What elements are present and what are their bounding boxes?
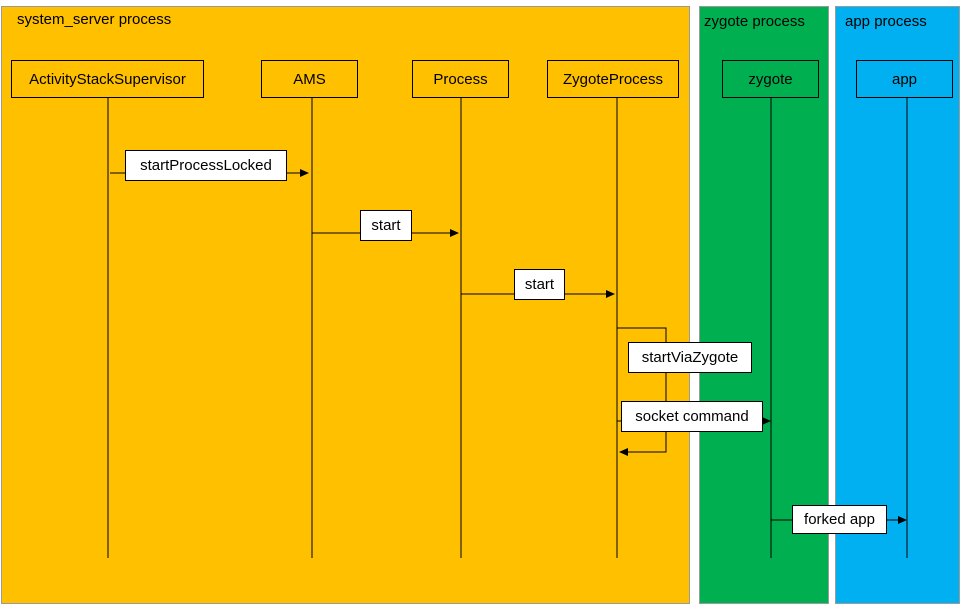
message-label-start-process-locked: startProcessLocked xyxy=(125,150,287,181)
lane-system-server: system_server process xyxy=(1,6,690,604)
arrow-start-via-zygote xyxy=(617,327,667,456)
lane-title-zygote: zygote process xyxy=(704,13,805,30)
actor-zygote-process: ZygoteProcess xyxy=(547,60,679,98)
actor-app: app xyxy=(856,60,953,98)
message-label-socket-command: socket command xyxy=(621,401,763,432)
message-label-forked-app: forked app xyxy=(792,505,887,534)
lane-title-app: app process xyxy=(845,13,927,30)
lane-zygote: zygote process xyxy=(699,6,829,604)
actor-ams: AMS xyxy=(261,60,358,98)
message-label-start-via-zygote: startViaZygote xyxy=(628,342,752,373)
lane-title-system-server: system_server process xyxy=(17,11,172,28)
actor-activity-stack-supervisor: ActivityStackSupervisor xyxy=(11,60,204,98)
message-label-start-process: start xyxy=(514,269,565,300)
actor-zygote: zygote xyxy=(722,60,819,98)
message-label-start-ams: start xyxy=(360,210,412,241)
actor-process: Process xyxy=(412,60,509,98)
lane-app: app process xyxy=(835,6,960,604)
